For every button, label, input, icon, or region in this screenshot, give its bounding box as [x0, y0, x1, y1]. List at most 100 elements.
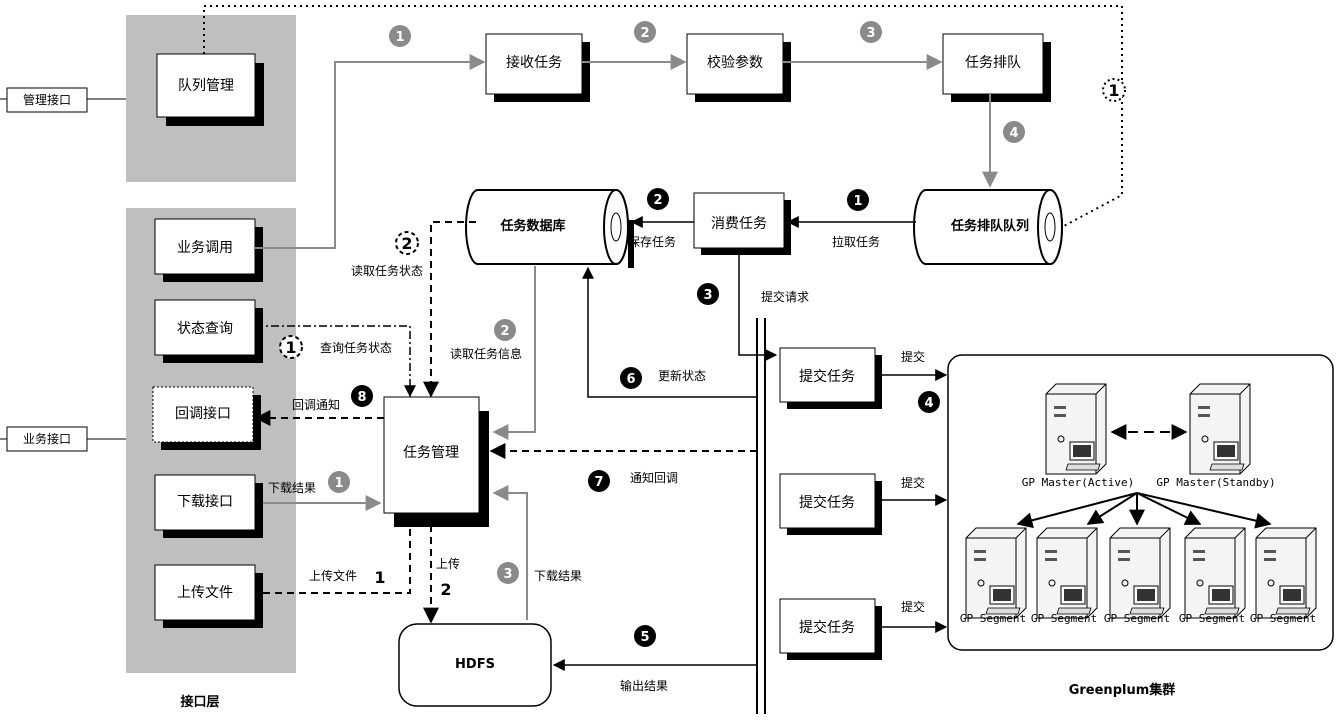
- svg-text:5: 5: [640, 630, 649, 645]
- svg-text:1: 1: [395, 30, 404, 45]
- label-submit-2: 提交: [901, 475, 925, 490]
- submit-task-box-2: 提交任务: [779, 473, 882, 535]
- svg-text:提交任务: 提交任务: [799, 619, 855, 636]
- submit-task-box-3: 提交任务: [779, 598, 882, 660]
- plain-step-one: 1: [374, 568, 385, 587]
- svg-text:2: 2: [653, 193, 662, 208]
- black-step-markers: 2 1 3 6 8 4 7 5: [351, 188, 940, 647]
- label-notify-callback: 通知回调: [630, 471, 678, 485]
- svg-text:接收任务: 接收任务: [506, 54, 562, 71]
- interface-layer-caption: 接口层: [180, 694, 219, 710]
- svg-text:6: 6: [626, 372, 635, 387]
- download-interface-box: 下载接口: [154, 474, 263, 538]
- label-upload-file: 上传文件: [309, 568, 357, 583]
- greenplum-cluster-caption: Greenplum集群: [1069, 682, 1176, 698]
- svg-text:2: 2: [500, 324, 509, 339]
- svg-text:管理接口: 管理接口: [23, 92, 71, 107]
- gray-step-markers: 1 2 3 4 2 1 3: [328, 21, 1025, 584]
- label-download-result-left: 下载结果: [268, 481, 316, 495]
- gray-flow-arrows: [255, 54, 998, 620]
- callback-interface-box: 回调接口: [152, 386, 261, 450]
- svg-text:HDFS: HDFS: [455, 657, 495, 672]
- segment-label-1: GP Segment: [960, 612, 1026, 625]
- label-download-result-right: 下载结果: [534, 569, 582, 583]
- svg-text:下载接口: 下载接口: [177, 493, 233, 510]
- svg-text:1: 1: [1108, 81, 1119, 100]
- label-upload: 上传: [436, 556, 460, 571]
- svg-text:1: 1: [285, 338, 296, 357]
- svg-text:3: 3: [503, 567, 512, 582]
- consume-task-box: 消费任务: [693, 192, 791, 255]
- master-active-server-icon: [1045, 383, 1107, 475]
- plain-step-two: 2: [440, 580, 451, 599]
- queue-manage-box: 队列管理: [156, 53, 264, 126]
- dashed-flow-arrows: [254, 221, 757, 624]
- label-submit-1: 提交: [901, 349, 925, 364]
- svg-text:任务管理: 任务管理: [403, 445, 459, 461]
- label-callback-notify: 回调通知: [292, 398, 340, 412]
- segment-label-5: GP Segment: [1250, 612, 1316, 625]
- svg-text:队列管理: 队列管理: [178, 78, 234, 94]
- label-submit-request: 提交请求: [761, 289, 809, 304]
- label-read-task-info: 读取任务信息: [450, 346, 522, 361]
- task-db-store: 任务数据库: [465, 189, 634, 268]
- segment-label-2: GP Segment: [1031, 612, 1097, 625]
- label-save-task: 保存任务: [628, 234, 676, 249]
- segment-server-icon-3: [1109, 527, 1171, 619]
- svg-text:任务排队队列: 任务排队队列: [950, 218, 1029, 234]
- submit-task-box-1: 提交任务: [779, 347, 882, 409]
- admin-interface-label: 管理接口: [0, 87, 126, 113]
- svg-text:任务数据库: 任务数据库: [499, 218, 565, 234]
- admin-dotted-line: [203, 5, 1123, 228]
- task-enqueue-box: 任务排队: [942, 33, 1051, 102]
- receive-task-box: 接收任务: [485, 33, 590, 102]
- business-call-box: 业务调用: [154, 218, 263, 282]
- segment-server-icon-2: [1036, 527, 1098, 619]
- label-update-status: 更新状态: [658, 368, 706, 383]
- svg-text:提交任务: 提交任务: [799, 368, 855, 385]
- business-interface-label: 业务接口: [0, 426, 126, 452]
- task-manage-box: 任务管理: [383, 396, 489, 527]
- svg-text:业务调用: 业务调用: [177, 240, 233, 256]
- svg-text:3: 3: [866, 26, 875, 41]
- hdfs-box: HDFS: [398, 623, 552, 707]
- master-active-label: GP Master(Active): [1022, 476, 1135, 489]
- svg-text:4: 4: [1009, 126, 1018, 141]
- svg-text:2: 2: [640, 26, 649, 41]
- status-query-box: 状态查询: [154, 299, 263, 363]
- svg-text:任务排队: 任务排队: [965, 55, 1021, 71]
- svg-text:3: 3: [703, 288, 712, 303]
- svg-text:7: 7: [594, 475, 603, 490]
- segment-server-icon-5: [1255, 527, 1317, 619]
- svg-text:消费任务: 消费任务: [711, 216, 767, 232]
- segment-server-icon-4: [1184, 527, 1246, 619]
- svg-text:4: 4: [924, 396, 933, 411]
- master-standby-server-icon: [1189, 383, 1251, 475]
- svg-text:2: 2: [401, 234, 412, 253]
- segment-label-4: GP Segment: [1179, 612, 1245, 625]
- svg-text:1: 1: [853, 194, 862, 209]
- label-read-task-status: 读取任务状态: [351, 263, 423, 278]
- dashdot-query-arrow: [255, 325, 416, 398]
- label-query-task-status: 查询任务状态: [320, 340, 392, 355]
- svg-text:业务接口: 业务接口: [23, 431, 71, 446]
- segment-server-icon-1: [965, 527, 1027, 619]
- svg-text:上传文件: 上传文件: [177, 585, 233, 601]
- svg-text:校验参数: 校验参数: [707, 54, 763, 71]
- svg-text:状态查询: 状态查询: [177, 321, 233, 337]
- segment-label-3: GP Segment: [1104, 612, 1170, 625]
- label-submit-3: 提交: [901, 599, 925, 614]
- master-to-segments-arrows: [1016, 492, 1272, 529]
- svg-text:8: 8: [357, 390, 366, 405]
- label-output-result: 输出结果: [620, 678, 668, 693]
- task-queue-store: 任务排队队列: [913, 189, 1063, 265]
- upload-file-box: 上传文件: [154, 564, 263, 628]
- dashed-step-markers: 2 1 1: [279, 78, 1126, 359]
- label-pull-task: 拉取任务: [832, 234, 880, 249]
- svg-text:回调接口: 回调接口: [175, 405, 231, 422]
- master-standby-label: GP Master(Standby): [1156, 476, 1275, 489]
- black-flow-arrows: [552, 216, 948, 671]
- svg-text:提交任务: 提交任务: [799, 494, 855, 511]
- svg-text:1: 1: [334, 476, 343, 491]
